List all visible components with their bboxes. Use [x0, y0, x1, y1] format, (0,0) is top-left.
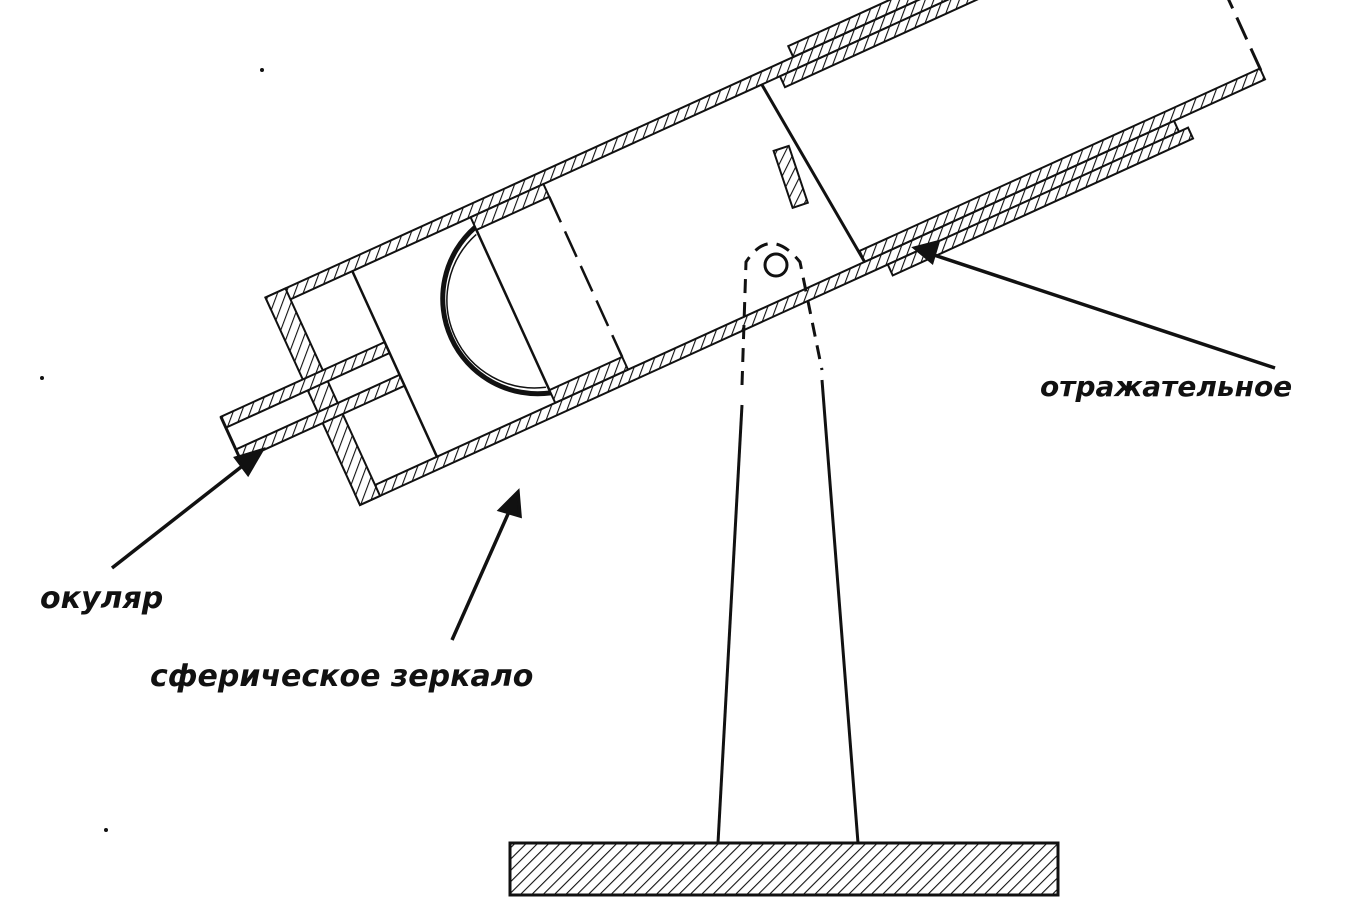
stand: [716, 379, 860, 844]
pivot-bolt: [763, 252, 789, 278]
eyepiece-end: [219, 416, 243, 462]
pivot: [740, 242, 824, 386]
flat-mirror-mount: [760, 83, 866, 263]
arrow-eyepiece-head: [233, 447, 266, 478]
tube-opening: [1179, 0, 1267, 81]
arrow-reflecting-head: [911, 239, 941, 266]
flat-mirror: [772, 144, 810, 210]
arrow-mirror: [450, 504, 514, 641]
speck: [40, 376, 44, 380]
speck: [260, 68, 264, 72]
arrow-mirror-head: [496, 488, 522, 519]
tube-top-wall: [264, 0, 1091, 310]
label-spherical-mirror: сферическое зеркало: [150, 659, 533, 694]
back-cap: [264, 287, 382, 507]
base-plate: [508, 841, 1060, 897]
mirror-cell-line-b: [548, 196, 624, 358]
arrow-eyepiece: [110, 458, 252, 570]
arrow-reflecting: [924, 250, 1276, 370]
mirror-cell-top: [469, 182, 551, 232]
speck: [104, 828, 108, 832]
sleeve-bottom-wall: [886, 126, 1195, 277]
mirror-cell-line-a: [475, 229, 551, 391]
label-reflecting: отражательное: [1040, 370, 1292, 403]
sleeve-top-wall: [786, 0, 1095, 59]
telescope-tube: [219, 0, 1267, 507]
tube-bottom-wall: [353, 119, 1181, 507]
spherical-mirror-inner: [446, 233, 547, 389]
inner-tube-bottom-wall: [858, 67, 1267, 264]
label-eyepiece: окуляр: [40, 581, 163, 616]
mirror-cell-bottom: [548, 355, 630, 405]
inner-tube-top-wall: [778, 0, 1187, 89]
eyepiece-mount: [351, 270, 439, 458]
spherical-mirror: [440, 225, 551, 397]
